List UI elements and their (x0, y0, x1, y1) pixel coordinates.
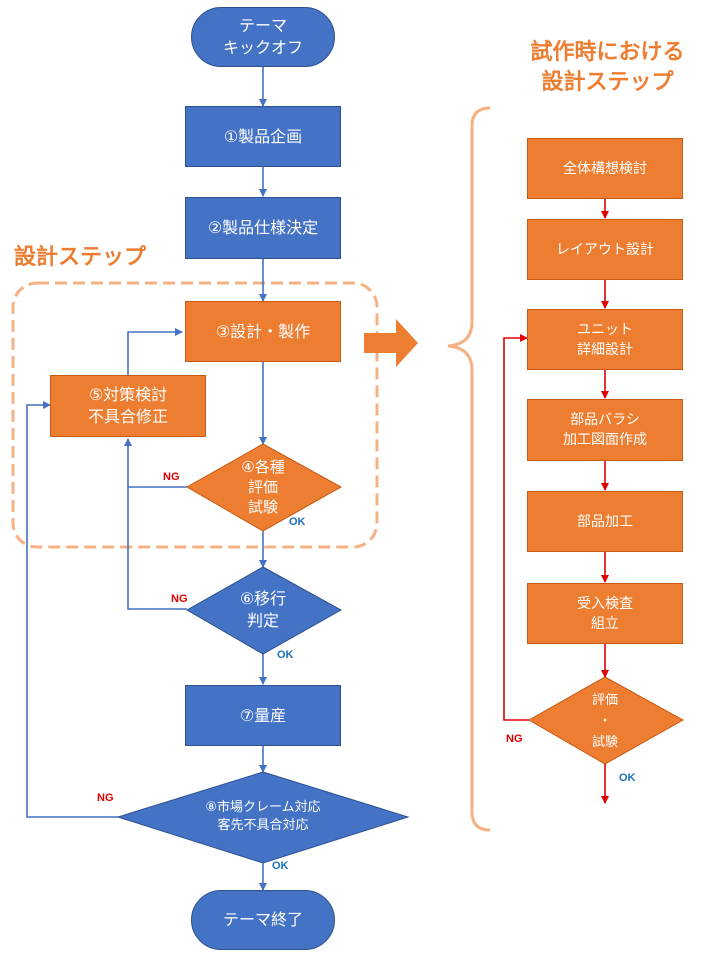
right-step-overall-concept: 全体構想検討 (527, 138, 683, 199)
evaluation-label: ④各種 評価 試験 (241, 458, 285, 516)
countermeasure-box: ⑤対策検討 不具合修正 (50, 375, 206, 437)
arrow-transfer-ng-to-countermeasure (127, 487, 187, 610)
right-step-inspection-assembly: 受入検査 組立 (527, 583, 683, 644)
design-step-group-border (11, 281, 379, 549)
right-step-parts-drawing: 部品バラシ 加工図面作成 (527, 399, 683, 461)
design-build-box: ③設計・製作 (185, 301, 341, 362)
end-node: テーマ終了 (191, 890, 335, 950)
arrow-countermeasure-to-design (127, 328, 183, 375)
start-node: テーマ キックオフ (191, 7, 335, 67)
right-step-parts-machining: 部品加工 (527, 491, 683, 552)
ok-label-right: OK (619, 772, 636, 784)
spec-decision-box: ②製品仕様決定 (185, 197, 341, 259)
diamond-evaluation (185, 443, 343, 532)
design-step-heading: 設計ステップ (14, 245, 147, 270)
ng-label-right: NG (506, 733, 523, 745)
arrow-r-ng-loop (503, 334, 529, 721)
transition-arrow (364, 319, 418, 367)
right-step-layout-design: レイアウト設計 (527, 219, 683, 280)
ok-label-evaluation: OK (289, 516, 306, 528)
brace (447, 106, 491, 832)
right-evaluation-label: 評価 ・ 試験 (591, 692, 618, 750)
ok-label-claim: OK (272, 860, 289, 872)
ng-label-evaluation: NG (163, 471, 180, 483)
ng-label-claim: NG (97, 792, 114, 804)
diamond-transfer (185, 566, 343, 655)
ng-label-transfer: NG (171, 593, 188, 605)
product-planning-box: ①製品企画 (185, 106, 341, 167)
mass-production-box: ⑦量産 (185, 685, 341, 746)
arrow-claim-ng-to-countermeasure (26, 401, 118, 818)
right-step-unit-detail: ユニット 詳細設計 (527, 309, 683, 370)
prototype-design-steps-heading: 試作時における 設計ステップ (530, 40, 685, 95)
diamond-claim (116, 771, 410, 864)
market-claim-label: ⑧市場クレーム対応 客先不具合対応 (205, 800, 321, 833)
ok-label-transfer: OK (277, 649, 294, 661)
transfer-judgment-label: ⑥移行 判定 (239, 589, 287, 630)
